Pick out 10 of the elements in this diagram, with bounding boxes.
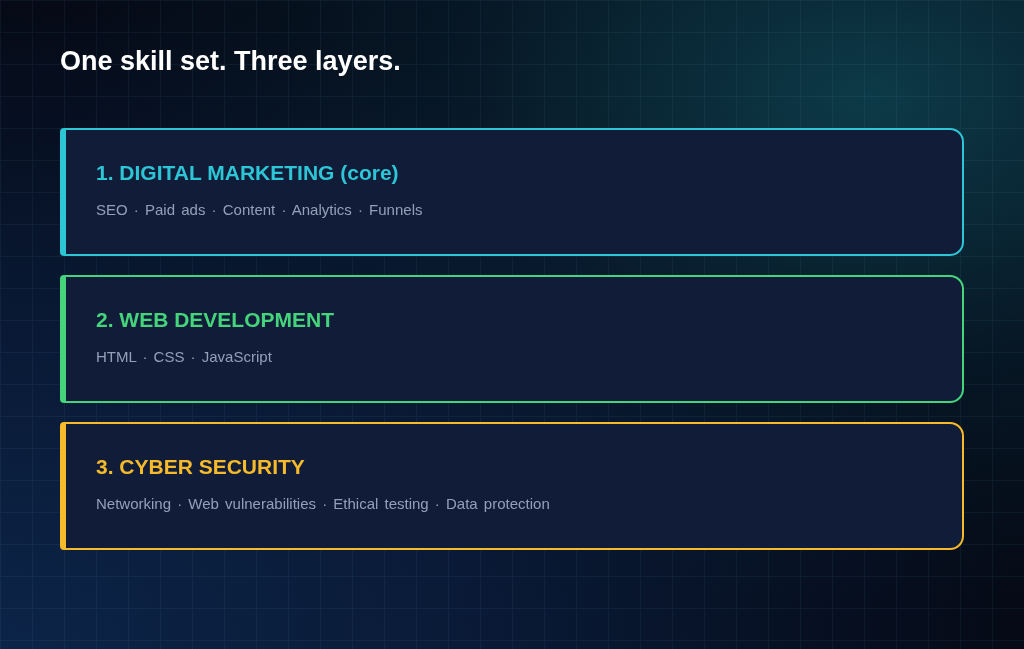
skill-list: HTML · CSS · JavaScript [96,347,272,367]
layer-card [60,422,964,550]
layer-card [60,275,964,403]
layer-heading: 2. WEB DEVELOPMENT [96,307,335,333]
skill-list: SEO · Paid ads · Content · Analytics · Funnels [96,200,423,220]
layer-heading: 1. DIGITAL MARKETING (core) [96,160,399,186]
layer-heading: 3. CYBER SECURITY [96,454,305,480]
page-title: One skill set. Three layers. [60,45,401,78]
layer-card [60,128,964,256]
skill-list: Networking · Web vulnerabilities · Ethical testing · Data protection [96,494,550,514]
